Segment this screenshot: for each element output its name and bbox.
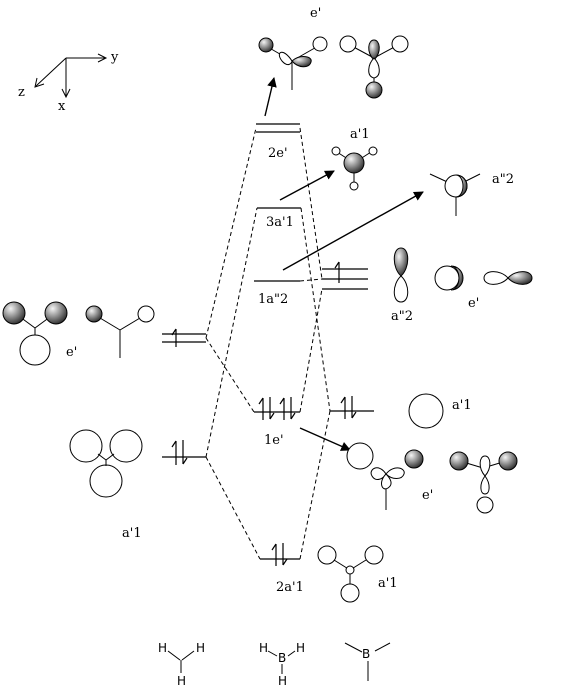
atom-h: H — [158, 641, 167, 655]
atom-h: H — [177, 674, 186, 688]
x-axis-label: x — [58, 99, 66, 114]
atom-h: H — [296, 641, 305, 655]
corr-h3a1-to-2a1 — [205, 456, 261, 560]
corr-h3e-to-1e — [205, 337, 255, 413]
corr-bs-to-3a1 — [300, 207, 331, 412]
label-a2-double-prime-orbital: a"2 — [391, 309, 413, 324]
molecule-bh3: B H H H — [259, 641, 305, 688]
spin-down — [351, 396, 357, 419]
axis-system: y z x — [18, 50, 119, 114]
orbital-2e-prime-set-1 — [258, 36, 328, 90]
spin-down — [282, 543, 288, 566]
orbital-b-px — [434, 265, 464, 291]
orbital-b-py — [483, 271, 533, 285]
orbital-labels: e' 2e' a'1 3a'1 a"2 1a"2 a"2 e' e' a'1 1… — [66, 6, 514, 595]
corr-bp-to-2e — [299, 127, 323, 280]
orbital-b-pz — [393, 247, 409, 303]
orbital-1e-prime-set-1 — [346, 442, 424, 510]
orbital-a2-double-prime-right — [429, 173, 481, 216]
orbital-b-s — [408, 393, 444, 429]
label-a1-prime-bottom-right: a'1 — [378, 576, 398, 591]
spin-up — [171, 440, 177, 465]
spin-up — [334, 261, 340, 283]
spin-down — [290, 397, 296, 420]
corr-h3e-to-2e — [205, 127, 257, 339]
label-1a2-double-prime: 1a"2 — [258, 292, 288, 307]
spin-up — [171, 328, 177, 347]
label-3a1-prime: 3a'1 — [266, 215, 294, 230]
arrow-1a2-to-orbital — [282, 191, 424, 271]
spin-down — [269, 397, 275, 420]
arrow-2e-to-orbital — [264, 77, 277, 117]
atom-b: B — [362, 647, 370, 661]
pointer-arrows — [264, 77, 424, 451]
label-e-prime-lower-right: e' — [422, 488, 433, 503]
y-axis-label: y — [110, 50, 119, 65]
label-e-prime-left: e' — [66, 345, 77, 360]
label-a1-prime-left: a'1 — [122, 526, 142, 541]
corr-bs-to-2a1 — [299, 410, 331, 560]
label-e-prime-top: e' — [310, 6, 321, 21]
energy-levels — [162, 123, 374, 560]
z-axis-arrow — [34, 77, 45, 88]
corr-bp-to-1a2 — [299, 278, 323, 282]
label-a1-prime-right: a'1 — [452, 398, 472, 413]
orbital-h3-e-prime-set-1 — [2, 301, 68, 366]
label-1e-prime: 1e' — [264, 433, 284, 448]
spin-down — [182, 440, 188, 465]
label-a1-prime-upper: a'1 — [350, 127, 370, 142]
spin-up — [258, 397, 264, 420]
orbital-2e-prime-set-2 — [339, 35, 409, 99]
label-a2-double-prime-right: a"2 — [492, 172, 514, 187]
y-axis-arrow — [97, 53, 108, 63]
correlation-lines — [205, 127, 331, 560]
arrow-3a1-to-orbital — [279, 170, 335, 201]
spin-up — [340, 396, 346, 419]
corr-bp-to-1e — [299, 288, 323, 413]
orbital-3a1-prime — [331, 146, 378, 191]
electron-spins — [171, 261, 357, 566]
spin-up — [279, 397, 285, 420]
atom-h: H — [196, 641, 205, 655]
orbital-1e-prime-set-2 — [449, 451, 518, 514]
label-2e-prime: 2e' — [268, 146, 288, 161]
spin-up — [271, 543, 277, 566]
orbital-2a1-prime — [317, 545, 384, 603]
arrow-1e-to-orbital — [299, 427, 351, 451]
molecule-h3: H H H — [158, 641, 205, 688]
corr-h3a1-to-3a1 — [205, 207, 258, 458]
orbital-h3-a1-prime — [69, 429, 143, 498]
x-axis-arrow — [61, 88, 71, 99]
atom-b: B — [278, 651, 286, 665]
molecule-b: B — [344, 642, 391, 681]
z-axis-label: z — [18, 85, 25, 100]
orbital-h3-e-prime-set-2 — [85, 305, 155, 358]
atom-h: H — [259, 641, 268, 655]
atom-h: H — [278, 674, 287, 688]
label-2a1-prime: 2a'1 — [276, 580, 304, 595]
label-e-prime-right-mid: e' — [468, 296, 479, 311]
z-axis-line — [35, 57, 67, 87]
